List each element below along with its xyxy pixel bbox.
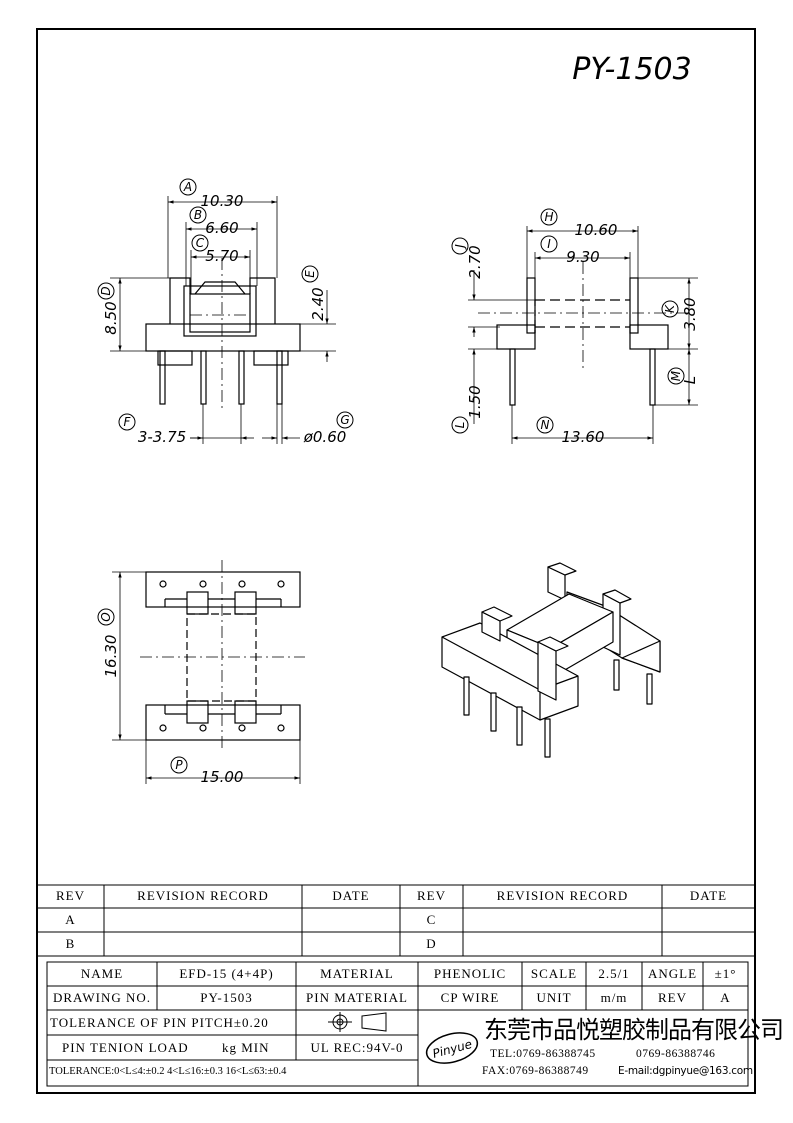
ul-rec: UL REC:94V-0 (310, 1040, 404, 1055)
pin-load-unit: kg MIN (222, 1040, 270, 1055)
pin-material-value: CP WIRE (440, 990, 500, 1005)
dim-m-value: L (681, 376, 699, 384)
callout-k: K (663, 304, 677, 313)
callout-e: E (303, 270, 317, 278)
isometric-view (441, 562, 661, 758)
dim-e-value: 2.40 (309, 287, 327, 320)
dim-c-value: 5.70 (205, 247, 238, 265)
callout-m: M (669, 370, 683, 381)
company-tel-2: 0769-86388746 (636, 1048, 716, 1060)
rev-cell: C (426, 912, 437, 927)
dim-h-value: 10.60 (575, 221, 618, 239)
callout-f: F (124, 415, 132, 429)
company-fax: FAX:0769-86388749 (482, 1065, 589, 1077)
drawing-no-label: DRAWING NO. (52, 990, 152, 1005)
front-view-labels: 10.30 6.60 5.70 8.50 2.40 3-3.75 ø0.60 (102, 192, 346, 446)
callout-d: D (99, 286, 113, 295)
pin-material-label: PIN MATERIAL (306, 990, 408, 1005)
company-name: 东莞市品悦塑胶制品有限公司 (484, 1018, 784, 1044)
date-header-2: DATE (689, 888, 728, 903)
pin-tension-load: PIN TENION LOAD (62, 1040, 189, 1055)
callout-g: G (340, 413, 349, 427)
dim-n-value: 13.60 (562, 428, 605, 446)
callout-c: C (196, 236, 205, 250)
dim-f-value: 3-3.75 (138, 428, 186, 446)
callout-n: N (541, 418, 550, 432)
side-view (478, 262, 690, 406)
drawing-no-value: PY-1503 (200, 990, 253, 1005)
dim-l-value: 1.50 (466, 385, 484, 418)
callout-o: O (99, 612, 113, 621)
rev-cell: D (426, 936, 437, 951)
front-view (145, 258, 301, 410)
general-tolerance: TOLERANCE:0<L≤4:±0.2 4<L≤16:±0.3 16<L≤63… (49, 1066, 287, 1077)
dim-a-value: 10.30 (201, 192, 244, 210)
revision-record-header-2: REVISION RECORD (496, 888, 629, 903)
pin-pitch-tolerance: TOLERANCE OF PIN PITCH±0.20 (50, 1015, 269, 1030)
company-email: E-mail:dgpinyue@163.com (618, 1065, 753, 1077)
rev-header-2: REV (417, 888, 446, 903)
callout-l: L (453, 422, 467, 429)
unit-label: UNIT (536, 990, 572, 1005)
side-view-dims (468, 226, 698, 444)
rev-value: A (720, 990, 731, 1005)
callout-j: J (453, 244, 467, 250)
dim-j-value: 2.70 (466, 245, 484, 278)
rev-label: REV (658, 990, 687, 1005)
drawing-number: PY-1503 (572, 52, 691, 87)
side-view-labels: 10.60 9.30 2.70 3.80 1.50 L 13.60 (466, 221, 699, 446)
dim-g-value: ø0.60 (303, 428, 347, 446)
scale-label: SCALE (530, 966, 578, 981)
side-view-callouts: H I J K L M N (451, 208, 685, 434)
callout-a: A (183, 180, 192, 194)
date-header-1: DATE (332, 888, 370, 903)
dim-p-value: 15.00 (201, 768, 244, 786)
unit-value: m/m (600, 990, 628, 1005)
material-label: MATERIAL (320, 966, 394, 981)
dim-b-value: 6.60 (205, 219, 238, 237)
projection-symbol-icon (328, 1012, 387, 1032)
rev-cell: A (65, 912, 76, 927)
top-view-labels: 16.30 15.00 (102, 635, 243, 786)
front-view-callouts: A B C D E F G (97, 178, 354, 431)
callout-i: I (547, 237, 551, 251)
title-block-grid (46, 961, 749, 1087)
scale-value: 2.5/1 (598, 966, 630, 981)
callout-h: H (544, 210, 553, 224)
angle-label: ANGLE (647, 966, 698, 981)
dim-i-value: 9.30 (566, 248, 599, 266)
revision-table-grid (37, 884, 755, 957)
angle-value: ±1° (714, 966, 737, 981)
dim-o-value: 16.30 (102, 635, 120, 678)
top-view-callouts: O P (97, 608, 188, 774)
name-value: EFD-15 (4+4P) (179, 966, 274, 981)
revision-record-header-1: REVISION RECORD (137, 888, 269, 903)
top-view-dims (112, 571, 301, 784)
rev-cell: B (65, 936, 76, 951)
sheet-border (36, 28, 756, 1094)
callout-p: P (175, 758, 183, 772)
rev-header-1: REV (56, 888, 85, 903)
top-view (140, 560, 305, 752)
front-view-dims (110, 196, 336, 444)
material-value: PHENOLIC (433, 966, 507, 981)
company-logo: Pinyue (425, 1032, 479, 1064)
company-tel: TEL:0769-86388745 (490, 1048, 596, 1060)
name-label: NAME (80, 966, 124, 981)
dim-d-value: 8.50 (102, 301, 120, 334)
callout-b: B (194, 208, 202, 222)
dim-k-value: 3.80 (681, 297, 699, 330)
